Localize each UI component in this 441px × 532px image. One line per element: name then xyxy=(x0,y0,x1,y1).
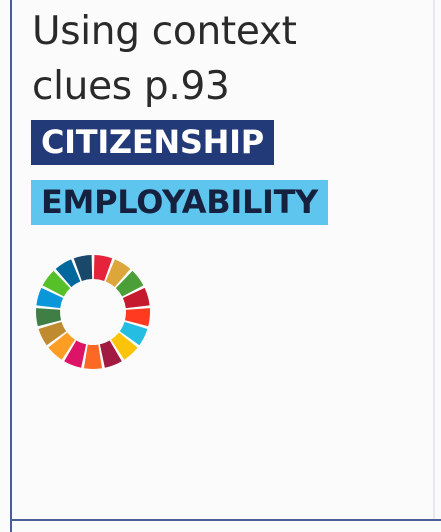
sdg-segment xyxy=(64,340,87,368)
card-title: Using context clues p.93 xyxy=(32,4,422,114)
sdg-segment xyxy=(73,255,93,281)
frame-left-border xyxy=(10,0,12,532)
sdg-segment xyxy=(36,287,64,309)
sdg-segment xyxy=(111,332,138,360)
employability-tag: EMPLOYABILITY xyxy=(31,180,329,225)
sdg-segment xyxy=(83,344,103,369)
sdg-wheel-icon xyxy=(36,255,150,369)
sdg-segment xyxy=(38,321,67,346)
citizenship-tag: CITIZENSHIP xyxy=(31,120,274,165)
sdg-segment xyxy=(124,308,150,327)
sdg-segment xyxy=(93,255,113,281)
sdg-segment xyxy=(115,270,144,297)
sdg-segment xyxy=(55,259,81,288)
sdg-segment xyxy=(122,287,150,309)
frame-bottom-border xyxy=(10,519,441,521)
title-line-2: clues p.93 xyxy=(32,64,230,109)
title-line-1: Using context xyxy=(32,9,297,54)
sdg-segment xyxy=(42,270,71,297)
sdg-segment xyxy=(36,308,62,327)
sdg-segment xyxy=(48,332,75,360)
sdg-segment xyxy=(99,340,122,368)
sdg-segment xyxy=(105,259,131,288)
sdg-segment xyxy=(119,321,148,346)
frame-right-border xyxy=(433,0,435,519)
